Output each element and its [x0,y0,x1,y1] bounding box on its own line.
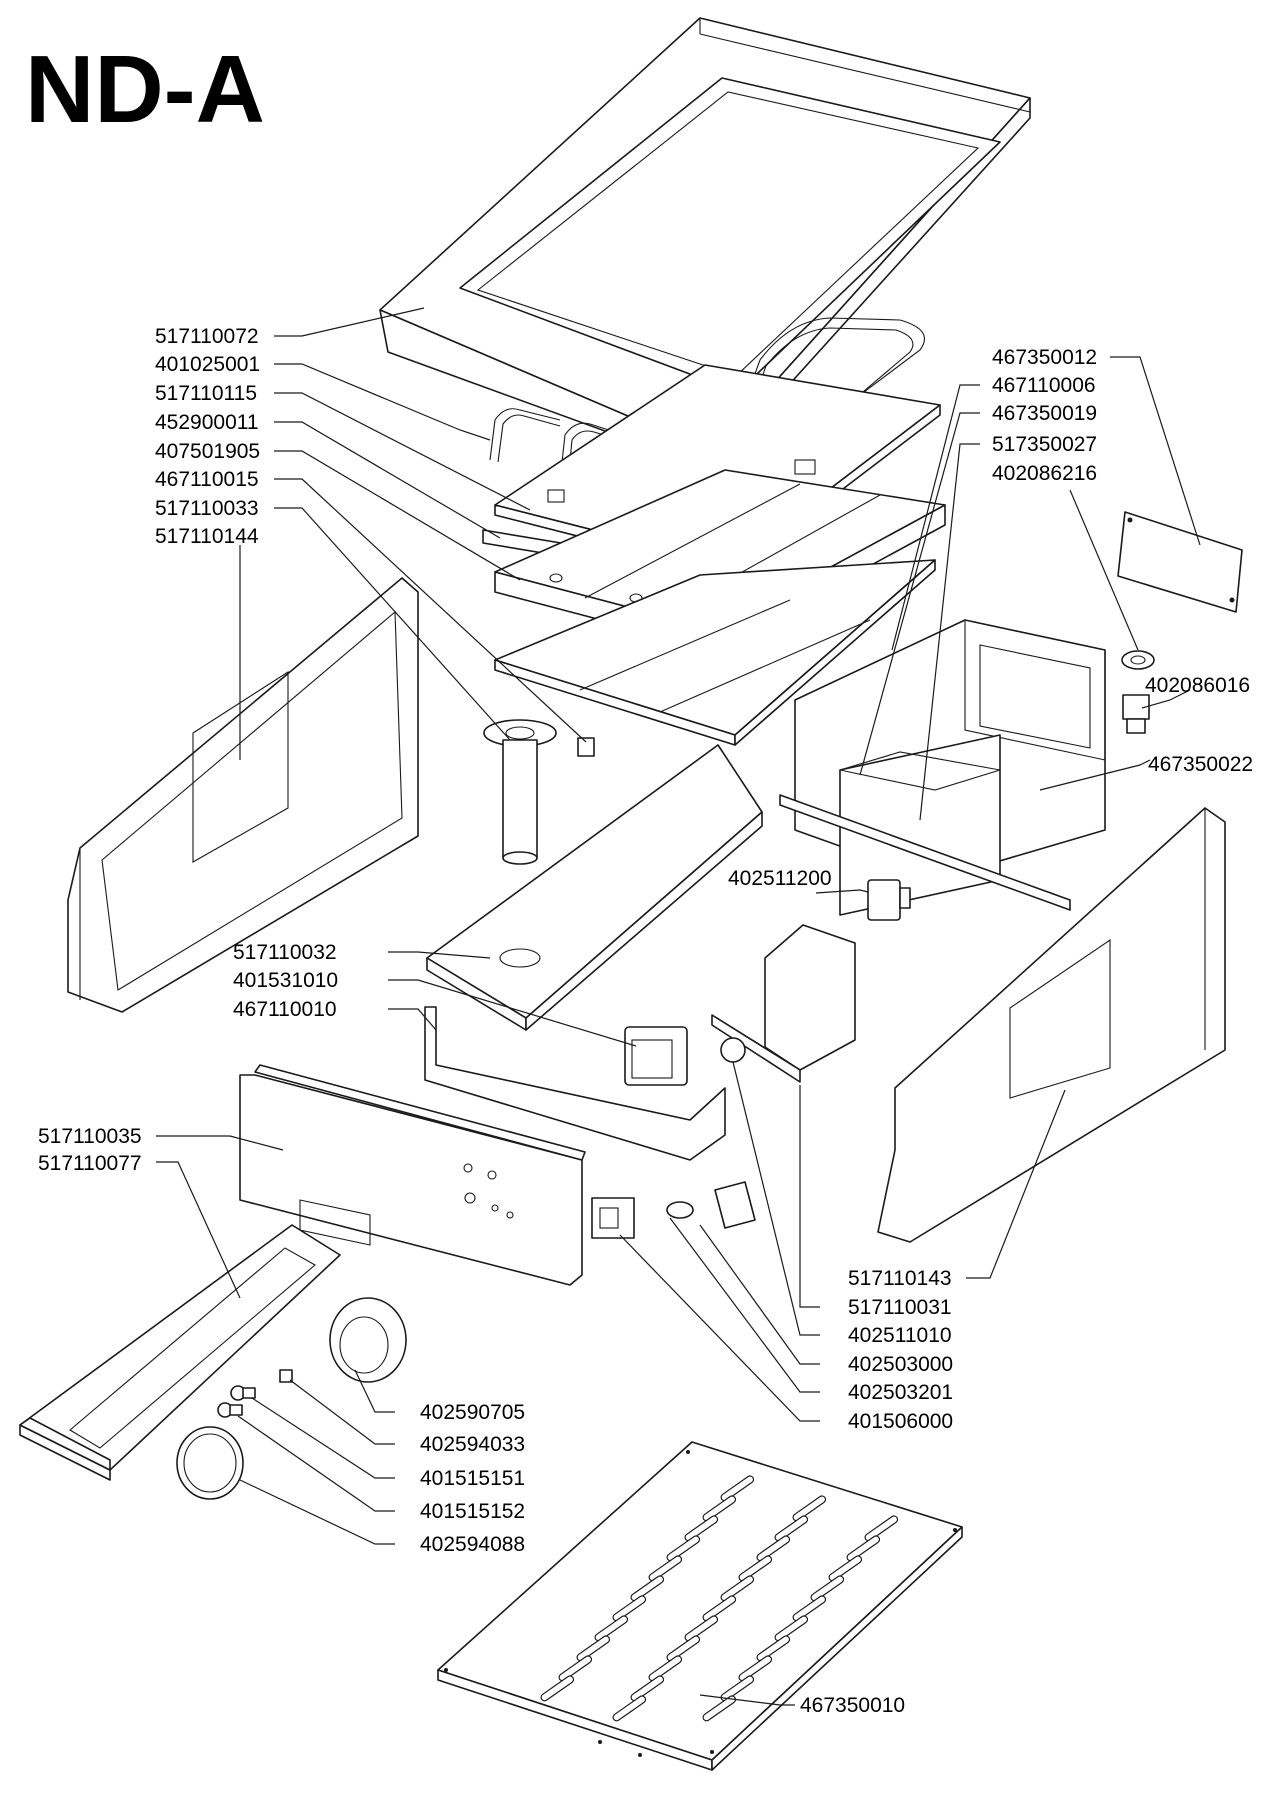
contactor [624,1026,688,1086]
label-401515151: 401515151 [420,1467,525,1490]
label-517110115: 517110115 [155,382,257,405]
part-number-labels: 517110072 401025001 517110115 452900011 … [38,325,1253,1717]
label-467110010: 467110010 [233,998,337,1021]
label-402511200: 402511200 [728,867,832,890]
label-517110077: 517110077 [38,1152,142,1175]
control-box [779,619,1106,916]
label-517110035: 517110035 [38,1125,142,1148]
indicator-light-401515152 [217,1402,243,1418]
label-517350027: 517350027 [992,433,1097,456]
control-knob [329,1297,407,1383]
rear-bracket [711,924,856,1083]
top-griddle-frame [379,17,1031,471]
label-402594033: 402594033 [420,1433,525,1456]
switch-402511010 [714,1181,756,1229]
knob-ring-402503000 [666,1201,694,1219]
small-cap-402594033 [279,1369,293,1383]
label-467350022: 467350022 [1148,753,1253,776]
label-517110032: 517110032 [233,941,337,964]
label-467350012: 467350012 [992,346,1097,369]
cover-plate [1117,511,1243,613]
label-402086016: 402086016 [1145,674,1250,697]
label-467350019: 467350019 [992,402,1097,425]
indicator-light-401515151 [230,1385,256,1401]
leader-lines [156,307,1201,1706]
lower-trays [494,559,936,746]
drip-tray [19,1224,341,1481]
base-plate-slots [540,1475,899,1722]
cable-gland [1122,694,1150,734]
left-side-panel [67,577,419,1013]
label-517110072: 517110072 [155,325,259,348]
label-402503201: 402503201 [848,1381,953,1404]
label-402590705: 402590705 [420,1401,525,1424]
label-401531010: 401531010 [233,969,338,992]
flue-tube [483,719,557,865]
label-517110144: 517110144 [155,525,259,548]
cable-gland-nut [1121,650,1155,670]
label-517110031: 517110031 [848,1296,952,1319]
label-402503000: 402503000 [848,1353,953,1376]
bottom-tray [426,744,763,1031]
base-plate [437,1441,963,1771]
component-bracket [424,1006,726,1161]
switch-402503201 [591,1197,635,1239]
small-clip [577,737,595,757]
label-517110033: 517110033 [155,497,259,520]
front-panel [239,1064,586,1286]
label-517110143: 517110143 [848,1267,952,1290]
label-407501905: 407501905 [155,440,260,463]
right-side-panel [877,807,1226,1243]
label-467350010: 467350010 [800,1694,905,1717]
label-467110006: 467110006 [992,374,1096,397]
label-401515152: 401515152 [420,1500,525,1523]
label-402511010: 402511010 [848,1324,952,1347]
label-401506000: 401506000 [848,1410,953,1433]
label-452900011: 452900011 [155,411,259,434]
label-401025001: 401025001 [155,353,260,376]
label-467110015: 467110015 [155,468,259,491]
diagram-title: ND-A [25,36,265,143]
label-402594088: 402594088 [420,1533,525,1556]
thermostat-switch [867,879,911,921]
label-402086216: 402086216 [992,462,1097,485]
dial-plate-402594088 [176,1426,244,1500]
small-knob [720,1037,746,1063]
